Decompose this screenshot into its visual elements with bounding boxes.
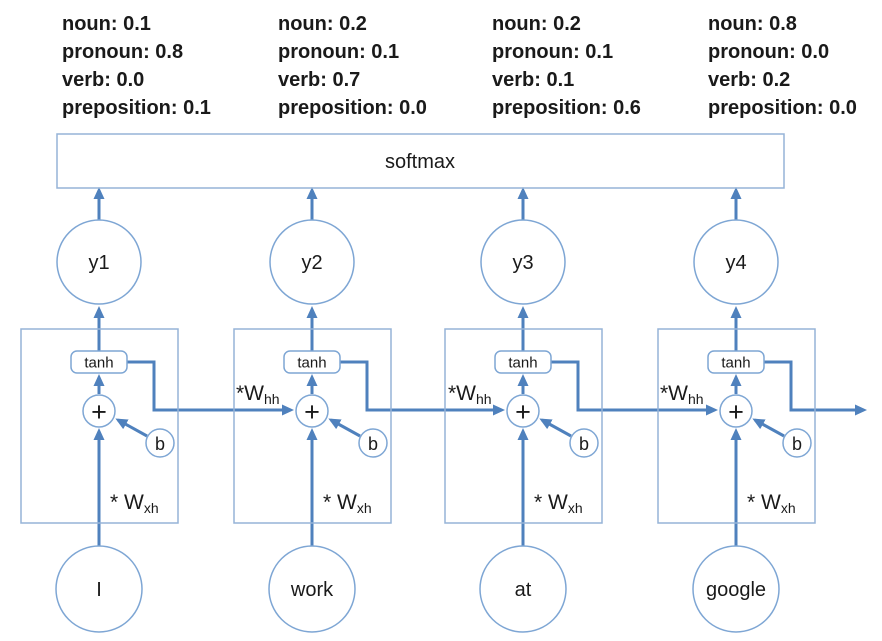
bias-label-3: b <box>579 434 589 454</box>
weight-wxh-label-3: * Wxh <box>534 491 583 516</box>
weight-whh-label-1: *Whh <box>236 382 280 407</box>
prediction-line: pronoun: 0.1 <box>278 41 399 63</box>
input-node-2 <box>268 545 356 633</box>
sum-label-2: + <box>304 397 320 427</box>
prediction-line: preposition: 0.1 <box>62 97 211 119</box>
arrow-recurrent-cell4-out <box>764 360 867 416</box>
prediction-line: noun: 0.1 <box>62 13 151 35</box>
output-label-y2: y2 <box>301 252 322 274</box>
bias-label-2: b <box>368 434 378 454</box>
prediction-line: noun: 0.2 <box>492 13 581 35</box>
prediction-line: noun: 0.8 <box>708 13 797 35</box>
arrow-bias1-to-sum1 <box>115 418 148 438</box>
sum-node-1 <box>82 394 116 428</box>
prediction-block-1: noun: 0.1 pronoun: 0.8 verb: 0.0 preposi… <box>62 13 211 119</box>
tanh-node-3 <box>494 350 552 374</box>
arrow-recurrent-cell3-to-cell4 <box>551 360 718 416</box>
rnn-cell-box-4 <box>657 328 816 524</box>
bias-node-2 <box>358 428 388 458</box>
sum-label-4: + <box>728 397 744 427</box>
prediction-line: pronoun: 0.1 <box>492 41 613 63</box>
sum-node-3 <box>506 394 540 428</box>
input-node-4 <box>692 545 780 633</box>
tanh-node-1 <box>70 350 128 374</box>
connector-arrows <box>93 187 867 547</box>
prediction-line: verb: 0.2 <box>708 69 790 91</box>
bias-node-4 <box>782 428 812 458</box>
output-label-y1: y1 <box>88 252 109 274</box>
weight-whh-label-2: *Whh <box>448 382 492 407</box>
prediction-line: preposition: 0.0 <box>278 97 427 119</box>
tanh-label-4: tanh <box>721 355 750 372</box>
prediction-block-2: noun: 0.2 pronoun: 0.1 verb: 0.7 preposi… <box>278 13 427 119</box>
softmax-label: softmax <box>385 151 455 173</box>
sum-label-1: + <box>91 397 107 427</box>
sum-label-3: + <box>515 397 531 427</box>
weight-wxh-label-1: * Wxh <box>110 491 159 516</box>
output-label-y4: y4 <box>725 252 746 274</box>
prediction-line: preposition: 0.6 <box>492 97 641 119</box>
prediction-line: verb: 0.0 <box>62 69 144 91</box>
prediction-line: verb: 0.7 <box>278 69 360 91</box>
output-node-y1 <box>56 219 142 305</box>
rnn-cell-box-1 <box>20 328 179 524</box>
weight-wxh-label-2: * Wxh <box>323 491 372 516</box>
input-label-3: at <box>515 579 532 601</box>
arrow-recurrent-cell2-to-cell3 <box>340 360 505 416</box>
arrow-recurrent-cell1-to-cell2 <box>127 360 294 416</box>
rnn-cell-box-3 <box>444 328 603 524</box>
prediction-line: pronoun: 0.0 <box>708 41 829 63</box>
sum-node-4 <box>719 394 753 428</box>
output-node-y2 <box>269 219 355 305</box>
bias-node-1 <box>145 428 175 458</box>
output-label-y3: y3 <box>512 252 533 274</box>
tanh-label-2: tanh <box>297 355 326 372</box>
prediction-line: pronoun: 0.8 <box>62 41 183 63</box>
prediction-block-4: noun: 0.8 pronoun: 0.0 verb: 0.2 preposi… <box>708 13 857 119</box>
input-label-4: google <box>706 579 766 601</box>
arrow-bias2-to-sum2 <box>328 418 361 438</box>
arrow-bias4-to-sum4 <box>752 418 785 438</box>
input-label-2: work <box>290 579 334 601</box>
arrow-bias3-to-sum3 <box>539 418 572 438</box>
input-node-1 <box>55 545 143 633</box>
weight-wxh-label-4: * Wxh <box>747 491 796 516</box>
prediction-line: preposition: 0.0 <box>708 97 857 119</box>
tanh-node-4 <box>707 350 765 374</box>
softmax-box <box>56 133 785 189</box>
input-label-1: I <box>96 579 102 601</box>
tanh-node-2 <box>283 350 341 374</box>
prediction-block-3: noun: 0.2 pronoun: 0.1 verb: 0.1 preposi… <box>492 13 641 119</box>
tanh-label-1: tanh <box>84 355 113 372</box>
prediction-line: verb: 0.1 <box>492 69 574 91</box>
sum-node-2 <box>295 394 329 428</box>
prediction-line: noun: 0.2 <box>278 13 367 35</box>
rnn-cell-box-2 <box>233 328 392 524</box>
bias-label-4: b <box>792 434 802 454</box>
bias-label-1: b <box>155 434 165 454</box>
tanh-label-3: tanh <box>508 355 537 372</box>
input-node-3 <box>479 545 567 633</box>
output-node-y3 <box>480 219 566 305</box>
output-node-y4 <box>693 219 779 305</box>
bias-node-3 <box>569 428 599 458</box>
weight-whh-label-3: *Whh <box>660 382 704 407</box>
